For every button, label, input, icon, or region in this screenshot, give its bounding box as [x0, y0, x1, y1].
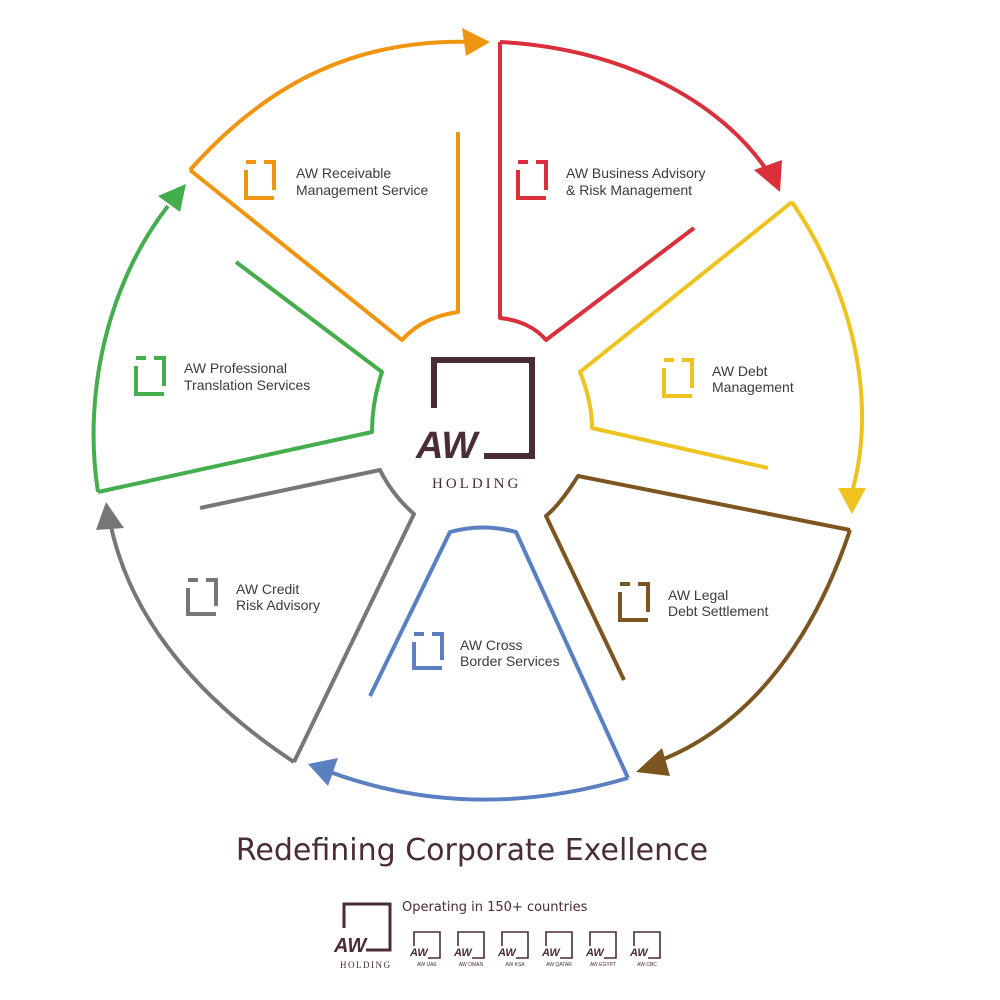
service-line1: AW Receivable — [296, 165, 391, 181]
label-debt-management: AW Debt Management — [662, 358, 794, 398]
bracket-brown-icon — [618, 582, 650, 622]
label-receivable: AW Receivable Management Service — [244, 160, 429, 200]
subsidiary-oman: AW AW OMAN — [453, 931, 485, 968]
label-translation: AW Professional Translation Services — [134, 356, 310, 396]
subsidiary-ksa: AW AW KSA — [497, 931, 529, 968]
service-line1: AW Legal — [668, 587, 728, 603]
segment-business-advisory — [498, 40, 782, 342]
logo-aw: AW — [415, 425, 480, 467]
svg-text:AW: AW — [585, 947, 605, 959]
svg-text:AW: AW — [453, 947, 473, 959]
subsidiary-label: AW CBC — [637, 962, 657, 968]
arrowhead-brown-icon — [636, 748, 670, 776]
footer-logo-holding-word: HOLDING — [340, 960, 392, 970]
mini-logo-icon — [589, 931, 617, 959]
subsidiary-egypt: AW AW EGYPT — [585, 931, 617, 968]
service-line1: AW Debt — [712, 363, 768, 379]
arrowhead-orange-icon — [462, 28, 490, 56]
bracket-green-icon — [134, 356, 166, 396]
subsidiary-label: AW QATAR — [546, 962, 572, 968]
bracket-gray-icon — [186, 578, 218, 616]
arrowhead-blue-icon — [308, 758, 338, 786]
bracket-orange-icon — [244, 160, 276, 200]
subsidiary-cbc: AW AW CBC — [629, 931, 661, 968]
service-line2: Debt Settlement — [668, 603, 768, 619]
tagline: Redefining Corporate Exellence — [236, 833, 708, 868]
bracket-blue-icon — [412, 632, 444, 670]
service-line2: Border Services — [460, 653, 560, 669]
service-line1: AW Credit — [236, 581, 299, 597]
footer-logo-aw: AW — [333, 935, 368, 957]
svg-text:AW: AW — [497, 947, 517, 959]
operating-text: Operating in 150+ countries — [402, 900, 588, 915]
label-credit-risk: AW Credit Risk Advisory — [186, 578, 320, 616]
subsidiary-label: AW KSA — [505, 962, 525, 968]
mini-logo-icon — [633, 931, 661, 959]
segment-debt-management — [578, 200, 866, 514]
segment-translation — [91, 184, 384, 494]
subsidiary-qatar: AW AW QATAR — [541, 931, 573, 968]
service-line2: Management — [712, 379, 794, 395]
service-line2: Management Service — [296, 182, 429, 198]
svg-text:AW: AW — [629, 947, 649, 959]
segment-receivable — [188, 28, 490, 342]
service-line1: AW Business Advisory — [566, 165, 706, 181]
svg-text:AW: AW — [409, 947, 429, 959]
mini-logo-icon — [545, 931, 573, 959]
segment-cross-border — [308, 525, 630, 802]
arrowhead-gray-icon — [96, 502, 124, 530]
service-line2: & Risk Management — [566, 182, 692, 198]
footer: AW HOLDING Operating in 150+ countries A… — [333, 900, 661, 970]
service-line1: AW Cross — [460, 637, 522, 653]
subsidiary-label: AW UAE — [417, 962, 437, 968]
footer-logo-frame-icon — [342, 902, 392, 952]
service-line2: Risk Advisory — [236, 597, 320, 613]
label-legal-settlement: AW Legal Debt Settlement — [618, 582, 768, 622]
logo-frame-icon — [431, 357, 535, 459]
service-line2: Translation Services — [184, 377, 310, 393]
label-cross-border: AW Cross Border Services — [412, 632, 560, 670]
subsidiary-uae: AW AW UAE — [409, 931, 441, 968]
segment-legal-settlement — [544, 474, 852, 776]
svg-text:AW: AW — [541, 947, 561, 959]
subsidiary-label: AW EGYPT — [590, 962, 616, 968]
center-logo: AW HOLDING — [415, 357, 535, 492]
mini-logo-icon — [457, 931, 485, 959]
logo-holding-word: HOLDING — [432, 476, 521, 492]
arrowhead-red-icon — [754, 160, 782, 192]
arrowhead-yellow-icon — [838, 488, 866, 514]
label-business-advisory: AW Business Advisory & Risk Management — [516, 160, 706, 200]
mini-logo-icon — [413, 931, 441, 959]
service-line1: AW Professional — [184, 360, 287, 376]
subsidiary-label: AW OMAN — [459, 962, 484, 968]
segment-credit-risk — [96, 468, 416, 764]
mini-logo-icon — [501, 931, 529, 959]
bracket-yellow-icon — [662, 358, 694, 398]
arrowhead-green-icon — [158, 184, 186, 212]
bracket-red-icon — [516, 160, 548, 200]
